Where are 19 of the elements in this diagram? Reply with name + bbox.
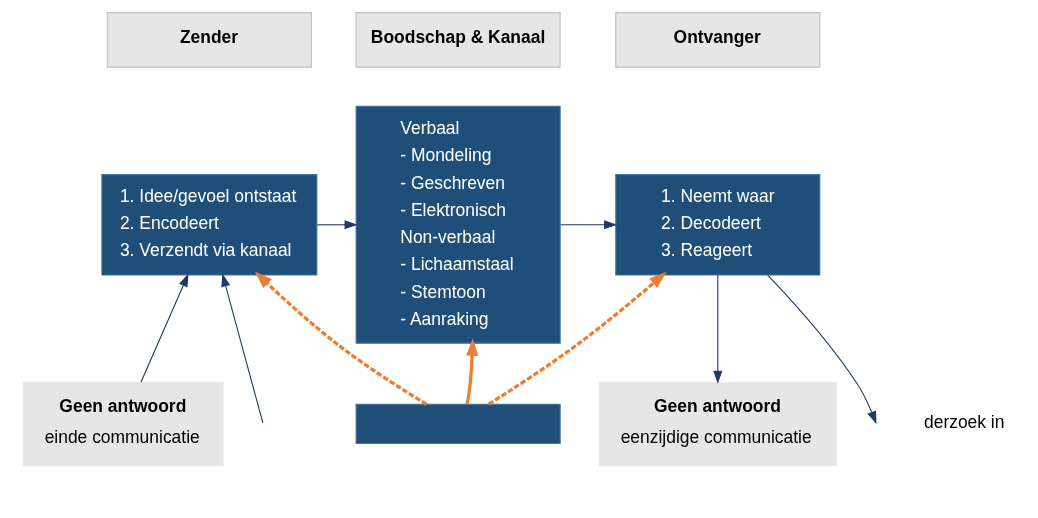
node-box: Boodschap & Kanaal bbox=[355, 12, 561, 68]
arrow bbox=[487, 271, 666, 406]
label: derzoek in bbox=[923, 412, 1004, 433]
node-box: Verbaal - Mondeling - Geschreven - Elektronisch Non-verbaal - Lichaamstaal - Stemtoon - Aanraking bbox=[355, 105, 561, 344]
node-box: Zender bbox=[106, 12, 312, 68]
arrow bbox=[559, 220, 617, 230]
node-box: Ontvanger bbox=[614, 12, 820, 68]
node-box: 1. Neemt waar 2. Decodeert 3. Reageert bbox=[614, 174, 820, 276]
arrow bbox=[712, 274, 722, 384]
node-box: Geen antwoord einde communicatie bbox=[22, 381, 224, 466]
arrow bbox=[465, 338, 478, 405]
arrow bbox=[316, 220, 358, 230]
arrow bbox=[139, 273, 189, 383]
arrow bbox=[766, 274, 877, 425]
node-box: Geen antwoord eenzijdige communicatie bbox=[598, 381, 837, 466]
node-box bbox=[355, 403, 561, 445]
node-box: 1. Idee/gevoel ontstaat 2. Encodeert 3. Verzendt via kanaal bbox=[100, 174, 317, 276]
arrow bbox=[254, 271, 427, 406]
arrow bbox=[220, 273, 263, 424]
